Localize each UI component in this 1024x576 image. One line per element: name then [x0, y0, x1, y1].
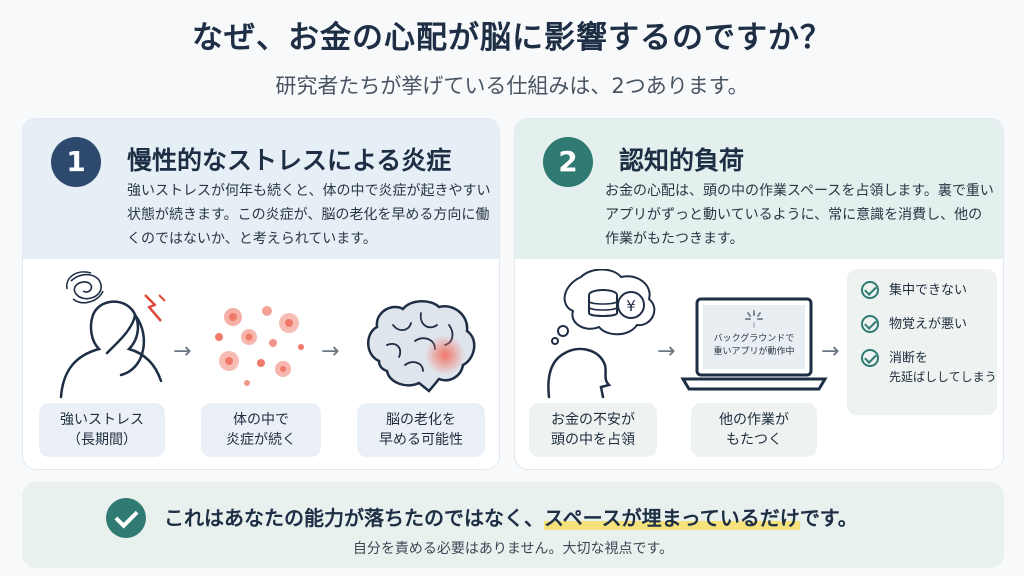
check-icon: [106, 498, 146, 538]
stress-head-icon: [59, 271, 163, 399]
brain-icon: [367, 300, 476, 393]
result-label: 物覚えが悪い: [889, 317, 968, 332]
result-label: 消断を先延ばししてしまう: [889, 349, 997, 387]
laptop-screen-text: バックグラウンドで 重いアプリが動作中: [703, 333, 805, 359]
panel-description: お金の心配は、頭の中の作業スペースを占領します。裏で重いアプリがずっと動いている…: [605, 183, 994, 247]
panel-header: [515, 119, 1003, 259]
step-caption-line: 強いストレス: [60, 412, 144, 428]
laptop-screen-line: バックグラウンドで: [713, 334, 795, 344]
conclusion-banner: これはあなたの能力が落ちたのではなく、スペースが埋まっているだけです。 自分を責…: [22, 482, 1004, 568]
step-caption-line: 頭の中を占領: [551, 432, 635, 448]
arrow-right-icon: →: [321, 339, 340, 364]
arrow-right-icon: →: [657, 339, 676, 364]
result-item: 集中できない: [861, 281, 967, 300]
step-caption-line: （長期間）: [67, 432, 137, 448]
step-caption: お金の不安が 頭の中を占領: [529, 403, 657, 457]
conclusion-text: これはあなたの能力が落ちたのではなく、スペースが埋まっているだけです。: [164, 502, 858, 531]
result-item: 物覚えが悪い: [861, 315, 967, 334]
step-caption-line: もたつく: [726, 432, 782, 448]
conclusion-highlight: スペースが埋まっているだけ: [544, 506, 800, 530]
panel-heading: 認知的負荷: [619, 146, 745, 175]
step-caption: 他の作業が もたつく: [691, 403, 817, 457]
page-subtitle: 研究者たちが挙げている仕組みは、2つあります。: [275, 74, 749, 98]
step-caption: 体の中で 炎症が続く: [201, 403, 321, 457]
check-icon: [861, 349, 879, 367]
step-caption: 脳の老化を 早める可能性: [357, 403, 485, 457]
result-label: 集中できない: [889, 283, 968, 298]
lightning-icon: [144, 294, 166, 322]
step-caption-line: 炎症が続く: [226, 432, 296, 448]
panel-number-badge: 2: [543, 137, 593, 187]
arrow-right-icon: →: [173, 339, 192, 364]
panel-number-badge: 1: [51, 137, 101, 187]
panel-header: [23, 119, 499, 259]
step-caption-line: お金の不安が: [551, 412, 635, 428]
step-caption-line: 体の中で: [233, 412, 289, 428]
step-caption-line: 他の作業が: [719, 412, 789, 428]
worried-head-icon: ¥: [547, 269, 656, 399]
step-caption-line: 脳の老化を: [386, 412, 456, 428]
step-caption: 強いストレス （長期間）: [39, 403, 165, 457]
panel-heading: 慢性的なストレスによる炎症: [127, 146, 452, 175]
inflammation-dots-icon: [215, 306, 304, 386]
svg-text:¥: ¥: [626, 297, 636, 315]
arrow-right-icon: →: [821, 339, 840, 364]
check-icon: [861, 315, 879, 333]
results-list: 集中できない 物覚えが悪い 消断を先延ばししてしまう: [847, 269, 997, 415]
result-label-line: 消断を: [889, 351, 929, 366]
step-caption-line: 早める可能性: [379, 432, 463, 448]
result-item: 消断を先延ばししてしまう: [861, 349, 997, 387]
laptop-icon: [680, 297, 828, 391]
check-icon: [861, 281, 879, 299]
laptop-screen-line: 重いアプリが動作中: [713, 347, 795, 357]
panel-inflammation: 1 慢性的なストレスによる炎症 強いストレスが何年も続くと、体の中で炎症が起きや…: [22, 118, 500, 470]
panel-cognitive-load: 2 認知的負荷 お金の心配は、頭の中の作業スペースを占領します。裏で重いアプリが…: [514, 118, 1004, 470]
coin-yen-icon: ¥: [588, 289, 645, 319]
result-label-line: 先延ばししてしまう: [889, 370, 997, 384]
conclusion-text-part: これはあなたの能力が落ちたのではなく、: [164, 506, 544, 530]
conclusion-subtext: 自分を責める必要はありません。大切な視点です。: [352, 541, 674, 557]
page-title: なぜ、お金の心配が脳に影響するのですか？: [192, 20, 832, 56]
conclusion-text-part: です。: [799, 506, 858, 530]
panel-description: 強いストレスが何年も続くと、体の中で炎症が起きやすい状態が続きます。この炎症が、…: [127, 183, 491, 247]
